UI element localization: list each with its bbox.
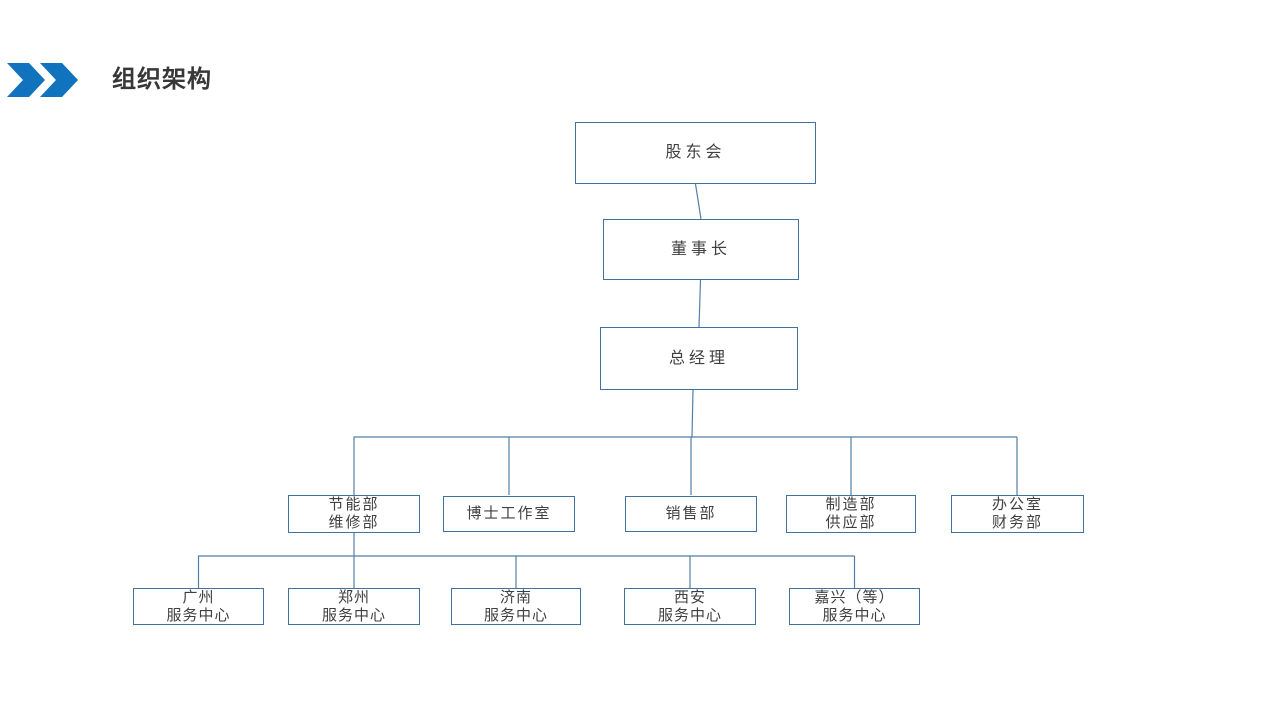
org-node-label: 销售部 bbox=[665, 505, 717, 522]
org-node-service-center: 郑州 服务中心 bbox=[288, 588, 420, 625]
org-node-service-center: 广州 服务中心 bbox=[133, 588, 264, 625]
org-node-label: 服务中心 bbox=[483, 606, 548, 624]
org-node-label: 制造部 bbox=[825, 496, 877, 513]
org-node-label: 济南 bbox=[499, 588, 532, 606]
org-node-shareholders: 股东会 bbox=[575, 122, 816, 184]
org-node-label: 博士工作室 bbox=[466, 505, 552, 522]
org-node-service-center: 西安 服务中心 bbox=[624, 588, 756, 625]
page-title: 组织架构 bbox=[112, 66, 212, 93]
org-node-label: 服务中心 bbox=[321, 606, 386, 624]
org-node-department: 制造部 供应部 bbox=[786, 495, 916, 533]
org-node-service-center: 济南 服务中心 bbox=[451, 588, 581, 625]
org-node-label: 节能部 bbox=[328, 496, 380, 513]
org-node-department: 节能部 维修部 bbox=[288, 495, 420, 533]
org-node-label: 西安 bbox=[673, 588, 706, 606]
org-node-general-manager: 总经理 bbox=[600, 327, 798, 390]
org-node-label: 财务部 bbox=[991, 514, 1043, 531]
org-node-label: 办公室 bbox=[991, 496, 1043, 513]
org-node-department: 办公室 财务部 bbox=[951, 495, 1084, 533]
org-node-department: 销售部 bbox=[625, 496, 757, 532]
org-node-label: 总经理 bbox=[668, 349, 729, 367]
org-node-label: 董事长 bbox=[670, 240, 731, 258]
org-node-label: 郑州 bbox=[337, 588, 370, 606]
org-node-label: 股东会 bbox=[665, 144, 726, 161]
org-node-service-center: 嘉兴（等） 服务中心 bbox=[789, 588, 920, 625]
org-node-label: 服务中心 bbox=[657, 606, 722, 624]
org-node-department: 博士工作室 bbox=[443, 496, 575, 532]
org-node-chairman: 董事长 bbox=[603, 219, 799, 280]
org-node-label: 服务中心 bbox=[166, 606, 231, 624]
org-node-label: 嘉兴（等） bbox=[814, 588, 895, 606]
org-node-label: 服务中心 bbox=[822, 606, 887, 624]
org-node-label: 维修部 bbox=[328, 514, 380, 531]
org-node-label: 广州 bbox=[182, 588, 215, 606]
org-node-label: 供应部 bbox=[825, 514, 877, 531]
